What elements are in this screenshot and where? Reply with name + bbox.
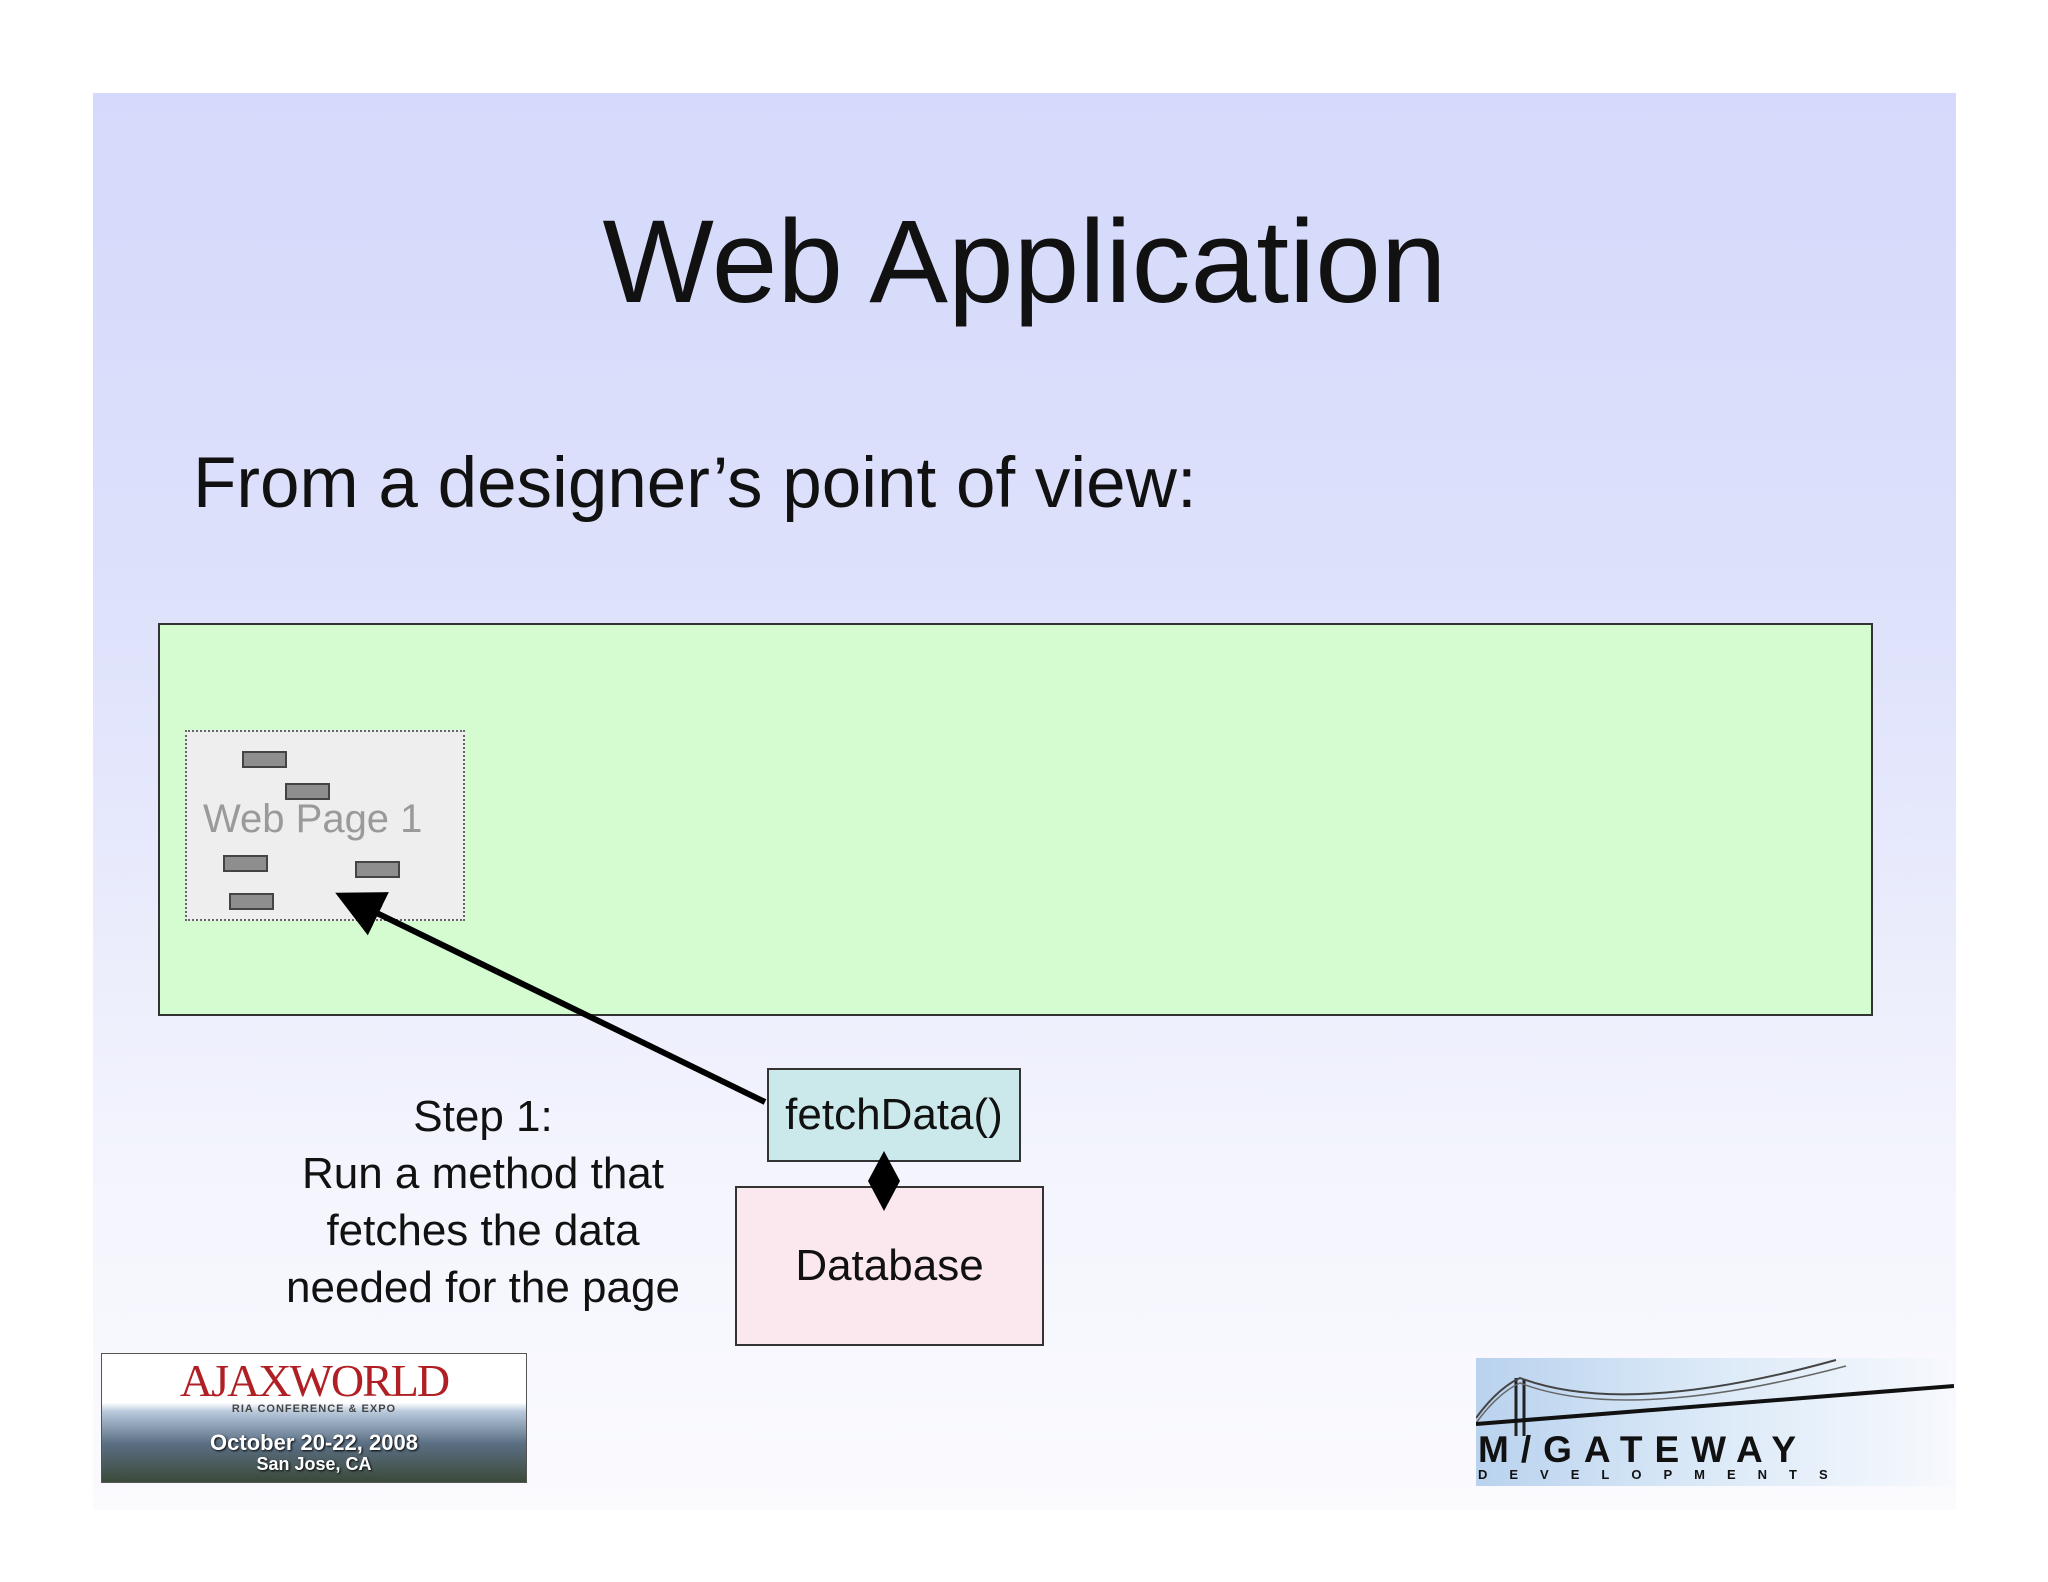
ajaxworld-date: October 20-22, 2008 — [210, 1430, 418, 1455]
web-page-1-label: Web Page 1 — [203, 797, 423, 841]
slide-background: Web Application From a designer’s point … — [93, 93, 1956, 1510]
page-control-4 — [355, 861, 400, 878]
fetch-data-method-box: fetchData() — [767, 1068, 1021, 1162]
web-page-1-box — [185, 730, 465, 921]
fetch-data-label: fetchData() — [785, 1090, 1003, 1139]
ajaxworld-tagline: RIA CONFERENCE & EXPO — [231, 1403, 397, 1415]
bridge-icon — [1476, 1359, 1954, 1436]
ajaxworld-wordmark: AJAXWORLD — [179, 1355, 450, 1406]
mgateway-wordmark: M/GATEWAY — [1478, 1429, 1809, 1470]
page-control-2 — [285, 783, 330, 800]
step-1-description: Step 1: Run a method that fetches the da… — [243, 1088, 723, 1316]
page-control-1 — [242, 751, 287, 768]
step-line: Run a method that — [301, 1149, 664, 1198]
mgateway-logo: M/GATEWAY DEVELOPMENTS — [1476, 1358, 1954, 1486]
page-control-3 — [223, 855, 268, 872]
step-line: needed for the page — [286, 1263, 680, 1312]
slide-title: Web Application — [602, 196, 1447, 328]
slide-subtitle: From a designer’s point of view: — [193, 444, 1197, 523]
mgateway-tagline: DEVELOPMENTS — [1478, 1467, 1850, 1482]
step-line: Step 1: — [413, 1092, 553, 1141]
database-box: Database — [735, 1186, 1044, 1346]
ajaxworld-location: San Jose, CA — [256, 1454, 372, 1474]
page-control-5 — [229, 893, 274, 910]
ajaxworld-logo: AJAXWORLD RIA CONFERENCE & EXPO October … — [101, 1353, 527, 1483]
step-line: fetches the data — [326, 1206, 640, 1255]
database-label: Database — [795, 1241, 984, 1290]
